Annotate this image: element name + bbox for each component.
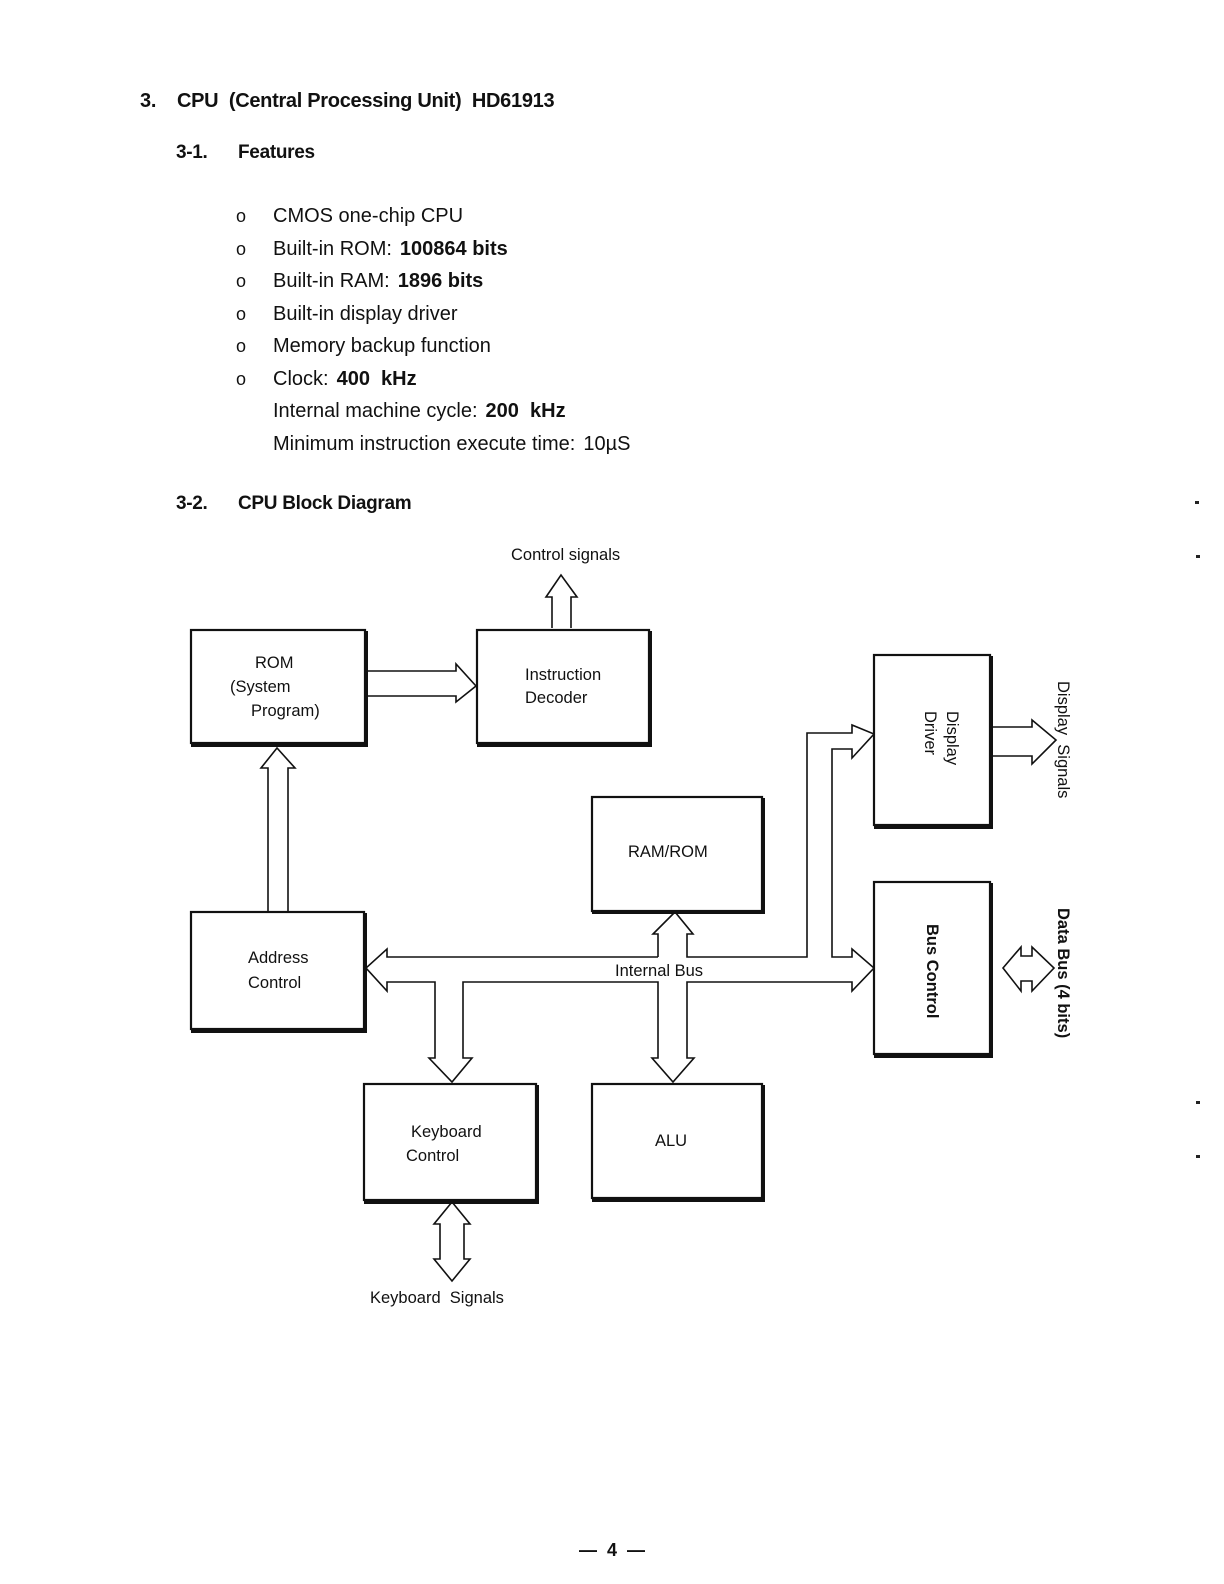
display-signals-arrow bbox=[990, 718, 1058, 766]
control-signals-arrow bbox=[544, 573, 579, 628]
rom-block bbox=[189, 628, 368, 747]
bullet-icon: o bbox=[236, 238, 247, 259]
keyboard-signals-label: Keyboard Signals bbox=[370, 1289, 504, 1307]
keyboard-signals-arrow bbox=[432, 1200, 472, 1283]
rom-label-line2: (System bbox=[230, 678, 291, 696]
bullet-icon: o bbox=[236, 271, 247, 291]
bullet-icon: o bbox=[236, 206, 247, 226]
feature-sub-item: Minimum instruction execute time:10µS bbox=[273, 432, 631, 455]
display-driver-label-line2: Driver bbox=[921, 711, 939, 756]
address-control-label: Address bbox=[248, 949, 309, 967]
scan-speck bbox=[1196, 555, 1200, 558]
internal-bus-arrow bbox=[364, 723, 876, 1084]
section-title: CPU (Central Processing Unit) HD61913 bbox=[177, 90, 555, 112]
data-bus-label: Data Bus (4 bits) bbox=[1054, 908, 1072, 1038]
page-number: — 4 — bbox=[578, 1540, 645, 1560]
data-bus-arrow bbox=[1001, 944, 1056, 994]
bus-control-label: Bus Control bbox=[923, 924, 941, 1018]
features-title: Features bbox=[238, 142, 315, 163]
display-signals-label: Display Signals bbox=[1054, 681, 1072, 798]
display-driver-label: Display bbox=[943, 711, 961, 766]
keyboard-control-block bbox=[362, 1082, 539, 1204]
display-driver-block bbox=[872, 653, 993, 829]
ram-rom-block bbox=[590, 795, 765, 914]
ram-rom-label: RAM/ROM bbox=[628, 843, 708, 861]
bus-control-block bbox=[872, 880, 993, 1058]
internal-bus-label: Internal Bus bbox=[615, 962, 703, 980]
alu-label: ALU bbox=[655, 1132, 687, 1150]
scan-speck bbox=[1196, 1155, 1200, 1158]
bullet-icon: o bbox=[236, 368, 247, 389]
bullet-icon: o bbox=[236, 303, 247, 324]
rom-label: ROM bbox=[255, 654, 294, 672]
scan-speck bbox=[1196, 1101, 1200, 1104]
block-diagram-number: 3-2. bbox=[176, 493, 208, 514]
address-to-rom-arrow bbox=[259, 746, 297, 911]
keyboard-control-label: Keyboard bbox=[411, 1123, 482, 1141]
control-signals-label: Control signals bbox=[511, 546, 620, 564]
bullet-icon: o bbox=[236, 336, 247, 356]
block-diagram-title: CPU Block Diagram bbox=[238, 493, 412, 514]
block-diagram-heading: 3-2. CPU Block Diagram bbox=[176, 493, 412, 515]
scan-speck bbox=[1195, 501, 1199, 504]
address-control-block bbox=[189, 910, 367, 1033]
alu-block bbox=[590, 1082, 765, 1202]
features-number: 3-1. bbox=[176, 142, 208, 163]
section-number: 3. bbox=[140, 90, 157, 112]
feature-sub-item: Internal machine cycle:200 kHz bbox=[273, 400, 566, 422]
instruction-decoder-label: Instruction bbox=[525, 666, 601, 684]
keyboard-control-label-line2: Control bbox=[406, 1147, 459, 1165]
instruction-decoder-label-line2: Decoder bbox=[525, 689, 588, 707]
instruction-decoder-block bbox=[475, 628, 652, 747]
section-heading: 3. CPU (Central Processing Unit) HD61913 bbox=[140, 90, 555, 113]
address-control-label-line2: Control bbox=[248, 974, 301, 992]
rom-label-line3: Program) bbox=[251, 702, 320, 720]
features-heading: 3-1. Features bbox=[176, 142, 315, 164]
rom-to-decoder-arrow bbox=[366, 661, 478, 704]
